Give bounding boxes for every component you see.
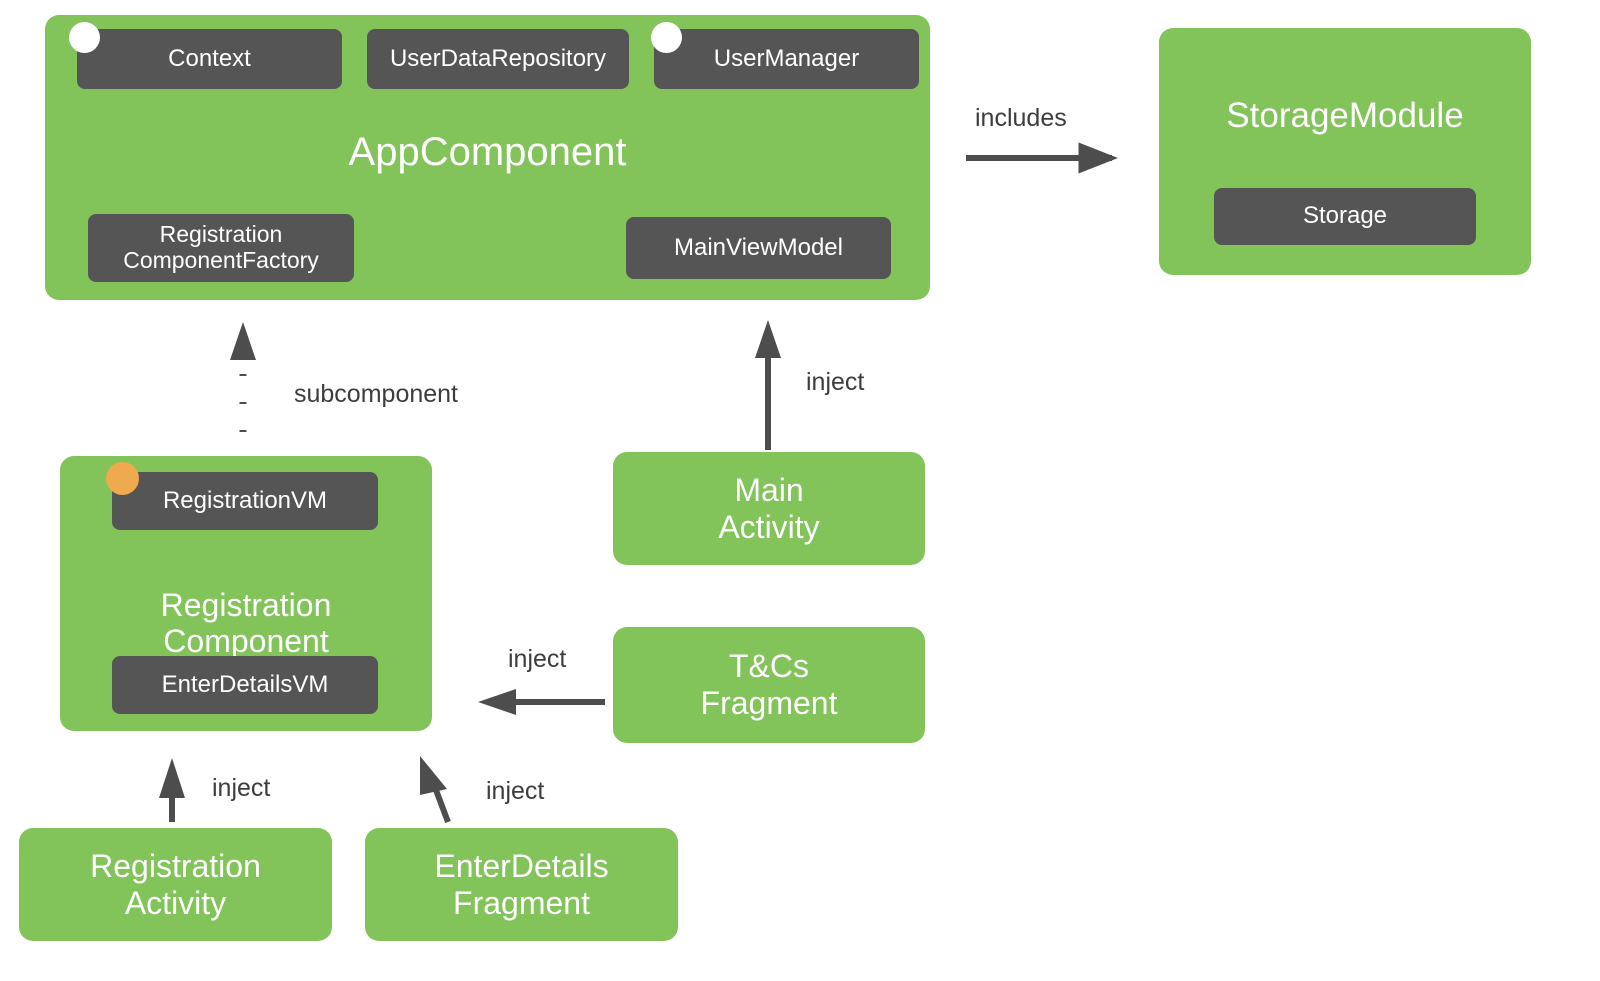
binding-userdatarepository[interactable]: UserDataRepository [367,29,629,89]
binding-storage[interactable]: Storage [1214,188,1476,245]
entry-point-dot-usermanager [651,22,682,53]
app-component-title: AppComponent [348,130,627,174]
binding-registrationcomponentfactory-label: Registration ComponentFactory [123,221,319,273]
registration-component-title-text: Registration Component [160,586,332,659]
binding-registrationcomponentfactory[interactable]: Registration ComponentFactory [88,214,354,282]
tcs-fragment-node[interactable] [613,627,925,743]
entry-point-dot-context [69,22,100,53]
registration-activity-node[interactable] [19,828,332,941]
edge-inject-tcs [478,689,605,715]
edge-inject-main [755,320,781,450]
edge-label-inject-enterdetails: inject [486,777,545,805]
edge-label-inject-tcs: inject [508,645,567,673]
binding-registrationvm[interactable]: RegistrationVM [112,472,378,530]
edge-label-inject-main: inject [806,368,865,396]
edge-label-subcomponent: subcomponent [294,380,459,408]
binding-mainviewmodel[interactable]: MainViewModel [626,217,891,279]
registration-component-title: Registration Component [60,552,432,659]
enterdetails-fragment-node[interactable] [365,828,678,941]
entry-point-dot-registrationvm [106,462,139,495]
binding-usermanager[interactable]: UserManager [654,29,919,89]
storage-module-title: StorageModule [1226,96,1464,135]
binding-enterdetailsvm[interactable]: EnterDetailsVM [112,656,378,714]
main-activity-node[interactable] [613,452,925,565]
edge-label-inject-registration: inject [212,774,271,802]
edge-label-includes: includes [975,104,1067,132]
edge-inject-enterdetails [420,756,451,824]
binding-context[interactable]: Context [77,29,342,89]
edge-subcomponent [230,322,256,432]
edge-inject-registration [159,758,185,822]
